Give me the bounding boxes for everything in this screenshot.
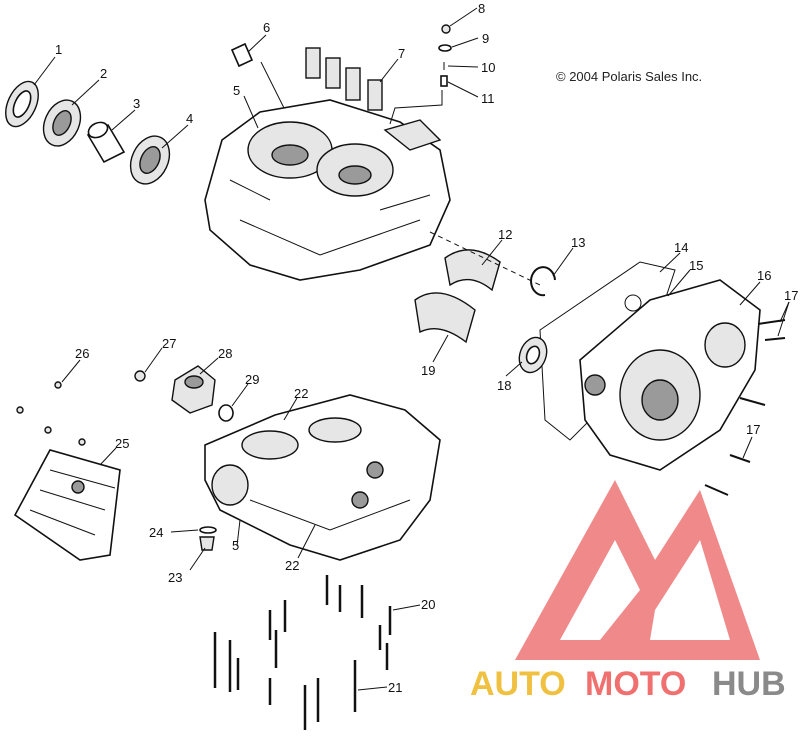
part-8-screw	[441, 24, 451, 34]
callout-29: 29	[245, 372, 259, 387]
part-19-bearing-half	[414, 292, 476, 344]
callout-17-upper: 17	[784, 288, 798, 303]
callout-13: 13	[571, 235, 585, 250]
part-29-oring	[218, 404, 234, 422]
part-4-bearing	[129, 135, 171, 185]
callout-25: 25	[115, 436, 129, 451]
callout-10: 10	[481, 60, 495, 75]
part-3-sleeve	[86, 121, 126, 164]
callout-20: 20	[421, 597, 435, 612]
part-2-bearing	[42, 99, 82, 147]
callout-8: 8	[478, 1, 485, 16]
watermark-word-auto: AUTO	[470, 665, 566, 703]
part-24-oring	[199, 526, 217, 534]
callout-9: 9	[482, 31, 489, 46]
callout-5-lower: 5	[232, 538, 239, 553]
part-26-screws	[16, 381, 86, 446]
part-28-housing	[171, 365, 216, 414]
part-11-jet	[440, 75, 448, 87]
callout-2: 2	[100, 66, 107, 81]
callout-18: 18	[497, 378, 511, 393]
callout-12: 12	[498, 227, 512, 242]
callout-28: 28	[218, 346, 232, 361]
part-6-dowel	[230, 42, 254, 68]
part-9-washer	[438, 44, 452, 52]
callout-26: 26	[75, 346, 89, 361]
callout-labels: 1 2 3 4 5 6 7 8 9 10 11 12 13 14 15 16 1…	[55, 1, 798, 695]
callout-19: 19	[421, 363, 435, 378]
callout-6: 6	[263, 20, 270, 35]
callout-3: 3	[133, 96, 140, 111]
part-20-21-bolts	[213, 575, 392, 730]
callout-24: 24	[149, 525, 163, 540]
part-18-seal	[518, 336, 548, 374]
callout-4: 4	[186, 111, 193, 126]
watermark-word-hub: HUB	[712, 665, 786, 703]
callout-23: 23	[168, 570, 182, 585]
part-5-lower-crankcase	[204, 394, 441, 561]
part-23-plug	[199, 536, 215, 551]
part-12-bearing-half	[444, 249, 501, 292]
callout-7: 7	[398, 46, 405, 61]
callout-5-upper: 5	[233, 83, 240, 98]
callout-27: 27	[162, 336, 176, 351]
callout-15: 15	[689, 258, 703, 273]
part-1-seal	[5, 80, 39, 128]
part-5-upper-crankcase	[204, 99, 451, 281]
part-25-guard	[13, 449, 121, 561]
watermark-word-moto: MOTO	[585, 665, 686, 703]
leader-lines	[33, 7, 790, 691]
part-17-bolts	[704, 319, 786, 496]
part-13-snap-ring	[530, 266, 556, 297]
callout-11: 11	[481, 91, 495, 106]
callout-14: 14	[674, 240, 688, 255]
automotohub-logo: AUTO MOTO HUB	[470, 480, 786, 703]
part-27-bolt	[134, 370, 146, 382]
callout-22-lower: 22	[285, 558, 299, 573]
callout-22-upper: 22	[294, 386, 308, 401]
part-7-sleeves	[305, 47, 383, 111]
copyright-text: © 2004 Polaris Sales Inc.	[556, 69, 702, 84]
callout-16: 16	[757, 268, 771, 283]
callout-21: 21	[388, 680, 402, 695]
callout-1: 1	[55, 42, 62, 57]
callout-17-lower: 17	[746, 422, 760, 437]
part-16-cover	[579, 279, 761, 471]
